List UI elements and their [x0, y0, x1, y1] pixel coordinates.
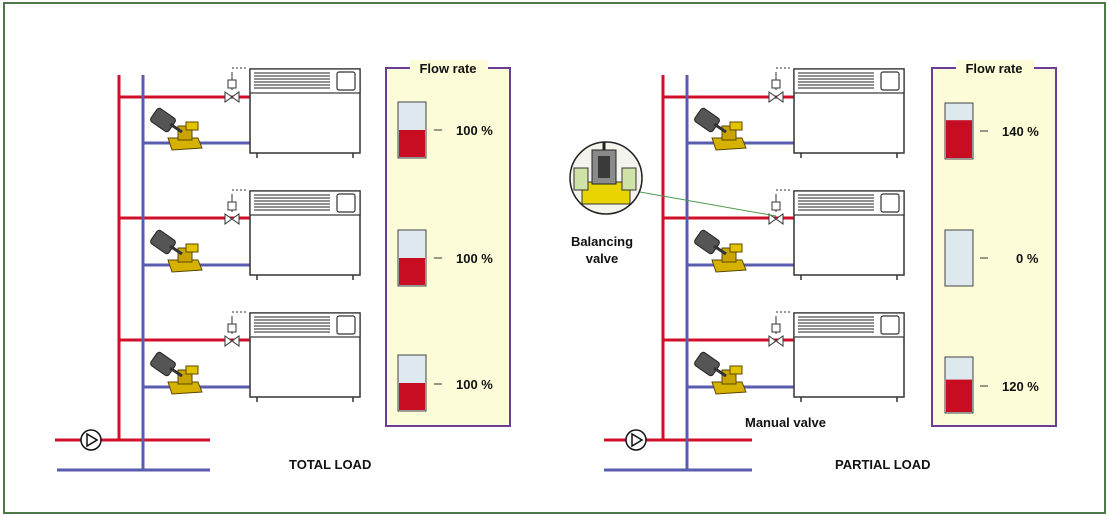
flow-rate-value: 0 %	[1016, 251, 1039, 266]
partial-load-diagram: Balancing valve Manual valve Flow rate 1…	[569, 60, 1057, 472]
radiator-unit-top	[694, 67, 905, 158]
flow-gauge: 0 %	[944, 229, 1039, 287]
flow-rate-value: 100 %	[456, 377, 493, 392]
radiator-unit-middle	[150, 189, 361, 280]
manual-valve-icon	[150, 107, 203, 151]
radiator-unit-top	[150, 67, 361, 158]
manual-valve-icon	[150, 229, 203, 273]
radiator-icon	[793, 68, 905, 158]
flow-rate-value: 100 %	[456, 123, 493, 138]
flow-gauge-level	[946, 379, 972, 412]
flow-rate-value: 100 %	[456, 251, 493, 266]
radiator-unit-middle	[694, 189, 905, 280]
pump-icon	[80, 429, 102, 451]
diagram-caption: TOTAL LOAD	[289, 457, 371, 472]
flow-rate-panel: Flow rate 140 % 0 % 120 %	[931, 60, 1057, 427]
flow-gauge: 100 %	[397, 229, 493, 287]
radiator-icon	[793, 312, 905, 402]
pump-icon	[625, 429, 647, 451]
balancing-valve-label: Balancing	[571, 234, 633, 249]
balancing-valve-detail-icon	[569, 141, 777, 217]
valve-icon	[768, 67, 790, 103]
flow-gauge: 120 %	[944, 356, 1039, 414]
flow-gauge: 140 %	[944, 102, 1039, 160]
manual-valve-icon	[150, 351, 203, 395]
radiator-icon	[249, 190, 361, 280]
balancing-valve-label: valve	[586, 251, 619, 266]
valve-icon	[224, 311, 246, 347]
flow-rate-panel-title: Flow rate	[419, 61, 476, 76]
valve-icon	[224, 189, 246, 225]
flow-rate-value: 120 %	[1002, 379, 1039, 394]
valve-icon	[768, 189, 790, 225]
flow-gauge-level	[399, 383, 425, 410]
manual-valve-label: Manual valve	[745, 415, 826, 430]
manual-valve-icon	[694, 107, 747, 151]
radiator-unit-bottom	[694, 311, 905, 402]
radiator-icon	[249, 68, 361, 158]
flow-gauge-level	[399, 130, 425, 157]
flow-gauge-level	[946, 120, 972, 158]
flow-gauge: 100 %	[397, 101, 493, 159]
flow-rate-value: 140 %	[1002, 124, 1039, 139]
valve-icon	[224, 67, 246, 103]
flow-gauge-level	[399, 258, 425, 285]
total-load-diagram: Flow rate 100 % 100 % 100 % TOTAL LOAD	[55, 60, 511, 472]
manual-valve-icon	[694, 229, 747, 273]
radiator-icon	[793, 190, 905, 280]
radiator-icon	[249, 312, 361, 402]
manual-valve-icon	[694, 351, 747, 395]
flow-gauge: 100 %	[397, 354, 493, 412]
flow-rate-panel: Flow rate 100 % 100 % 100 %	[385, 60, 511, 427]
flow-rate-panel-title: Flow rate	[965, 61, 1022, 76]
radiator-unit-bottom	[150, 311, 361, 402]
diagram-caption: PARTIAL LOAD	[835, 457, 931, 472]
valve-icon	[768, 311, 790, 347]
